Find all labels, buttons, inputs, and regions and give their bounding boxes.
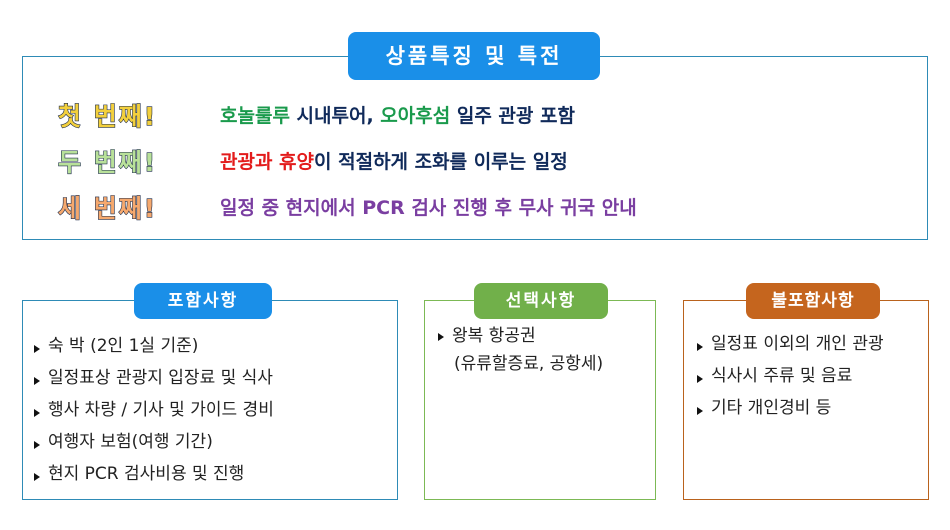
included-item: 현지 PCR 검사비용 및 진행 (34, 458, 274, 490)
excluded-item: 식사시 주류 및 음료 (697, 360, 884, 392)
included-panel (22, 300, 398, 500)
included-item: 숙 박 (2인 1실 기준) (34, 330, 274, 362)
feature-1-text-b: 일주 관광 포함 (450, 105, 575, 127)
optional-item-note: (유류할증료, 공항세) (454, 354, 604, 374)
feature-1-highlight-a: 호놀룰루 (220, 105, 290, 127)
feature-1-text-a: 시내투어, (289, 105, 381, 127)
feature-line-1: 호놀룰루 시내투어, 오아후섬 일주 관광 포함 (220, 101, 575, 128)
optional-panel (424, 300, 656, 500)
excluded-panel (683, 300, 929, 500)
features-panel (22, 56, 928, 240)
included-item: 행사 차량 / 기사 및 가이드 경비 (34, 394, 274, 426)
optional-title-badge: 선택사항 (474, 283, 608, 319)
feature-2-highlight: 관광과 휴양 (220, 151, 315, 173)
excluded-title-badge: 불포함사항 (746, 283, 880, 319)
feature-line-2: 관광과 휴양이 적절하게 조화를 이루는 일정 (220, 147, 568, 174)
feature-1-highlight-b: 오아후섬 (380, 105, 451, 127)
feature-ordinal-1: 첫 번째! (57, 101, 158, 131)
excluded-item: 일정표 이외의 개인 관광 (697, 328, 884, 360)
included-item: 여행자 보험(여행 기간) (34, 426, 274, 458)
feature-ordinal-2: 두 번째! (57, 147, 158, 177)
feature-line-3: 일정 중 현지에서 PCR 검사 진행 후 무사 귀국 안내 (220, 197, 637, 219)
excluded-list: 일정표 이외의 개인 관광 식사시 주류 및 음료 기타 개인경비 등 (697, 328, 884, 424)
included-list: 숙 박 (2인 1실 기준) 일정표상 관광지 입장료 및 식사 행사 차량 /… (34, 330, 274, 490)
included-item: 일정표상 관광지 입장료 및 식사 (34, 362, 274, 394)
optional-item: 왕복 항공권 (438, 324, 536, 348)
included-title-badge: 포함사항 (134, 283, 272, 319)
features-title-badge: 상품특징 및 특전 (348, 32, 600, 80)
feature-2-text: 이 적절하게 조화를 이루는 일정 (314, 151, 568, 173)
optional-list: 왕복 항공권 (438, 324, 536, 348)
excluded-item: 기타 개인경비 등 (697, 392, 884, 424)
feature-ordinal-3: 세 번째! (57, 193, 158, 223)
